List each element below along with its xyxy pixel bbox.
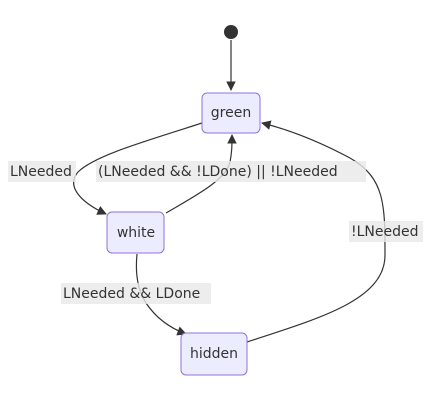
edge-hidden-to-green: [246, 120, 386, 343]
edge-green-to-white: [73, 122, 203, 215]
edge-label-green-to-white-bg: [8, 161, 76, 182]
state-green-label: green: [211, 105, 251, 121]
edge-label-white-to-hidden-text: LNeeded && LDone: [63, 286, 200, 302]
edge-label-white-to-hidden: LNeeded && LDone: [61, 283, 211, 304]
state-white-box: [106, 211, 165, 254]
edge-label-hidden-to-green: !LNeeded: [349, 221, 423, 242]
edge-label-white-to-green-text: (LNeeded && !LDone) || !LNeeded: [98, 164, 338, 180]
state-green[interactable]: green: [201, 92, 261, 134]
edge-label-hidden-to-green-text: !LNeeded: [351, 224, 419, 240]
state-white[interactable]: white: [106, 211, 165, 254]
edge-label-white-to-green: (LNeeded && !LDone) || !LNeeded: [96, 161, 366, 182]
edge-label-hidden-to-green-bg: [349, 221, 423, 242]
state-hidden-label: hidden: [190, 346, 238, 362]
edge-label-white-to-green-bg: [96, 161, 366, 182]
state-green-box: [201, 92, 261, 134]
state-white-label: white: [117, 225, 155, 241]
state-hidden[interactable]: hidden: [180, 332, 248, 376]
edge-label-green-to-white-text: LNeeded: [10, 164, 72, 180]
edge-label-white-to-hidden-bg: [61, 283, 211, 304]
edge-label-green-to-white: LNeeded: [8, 161, 76, 182]
start-node: [224, 25, 238, 39]
state-hidden-box: [180, 332, 248, 376]
